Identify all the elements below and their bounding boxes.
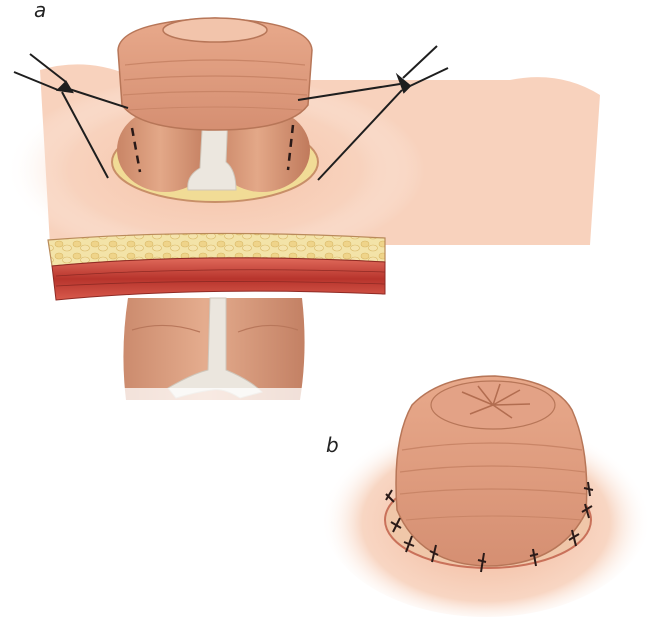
everted-bowel-cuff [117,17,313,131]
intra-abdominal-bowel [118,297,313,418]
matured-stoma [395,375,588,567]
forceps-icon [13,53,129,179]
panel-a [5,17,600,418]
panel-label-b: b [326,433,339,457]
mesentery-vessel [187,111,237,191]
panel-label-a: a [34,0,47,22]
abdominal-wall-section [47,232,386,301]
forceps-icon [297,45,449,181]
panel-b [321,375,651,617]
suture-marks [385,481,594,573]
cuff-lumen [162,17,268,43]
